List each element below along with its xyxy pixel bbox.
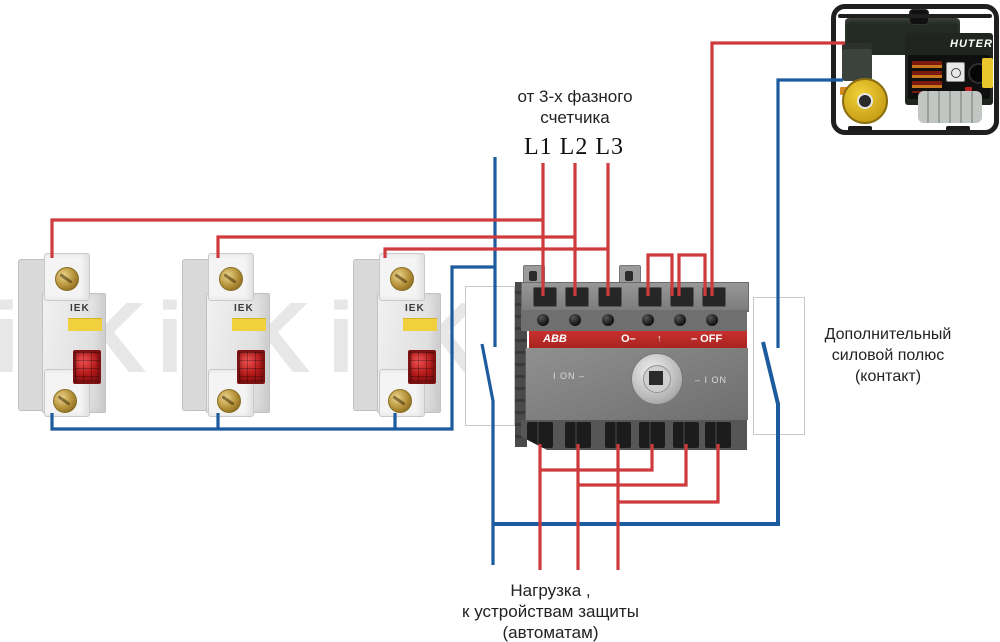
aux-pole-line2: силовой полюс (831, 347, 945, 364)
terminal-screw-icon (217, 389, 241, 413)
terminal-slot (565, 287, 589, 307)
terminal-screw-icon (674, 314, 686, 326)
red-indicator-lens (237, 350, 265, 384)
switch-red-band: ABB O– ↑ – OFF (529, 331, 747, 348)
lamp-label-stripe (232, 318, 266, 331)
din-rail-profile (353, 259, 380, 411)
terminal-slot (638, 287, 662, 307)
frame-bar (838, 14, 992, 18)
abb-logo: ABB (543, 333, 567, 345)
lamp-label-stripe (68, 318, 102, 331)
terminal-slot (670, 287, 694, 307)
terminal-block (705, 422, 731, 448)
terminal-block (565, 422, 591, 448)
alternator-housing (842, 78, 888, 124)
terminal-screw-icon (53, 389, 77, 413)
load-label: Нагрузка , к устройствам защиты (автомат… (448, 580, 653, 642)
terminal-block (673, 422, 699, 448)
lamp-label-stripe (403, 318, 437, 331)
terminal-slot (598, 287, 622, 307)
on-marking-left: I ON – (553, 371, 586, 381)
din-rail-profile (182, 259, 209, 411)
engine-block (918, 91, 982, 123)
phase-labels: L1 L2 L3 (524, 134, 624, 160)
panel-sticker (912, 61, 942, 93)
wire-generator-phase (710, 41, 845, 296)
terminal-screw-icon (537, 314, 549, 326)
on-marking-right: – I ON (695, 375, 728, 385)
meter-source-label: от 3-х фазного счетчика (495, 86, 655, 128)
meter-source-line1: от 3-х фазного (517, 87, 633, 106)
aux-pole-label: Дополнительный силовой полюс (контакт) (798, 324, 978, 387)
aux-pole-line3: (контакт) (854, 368, 922, 385)
phase-lamp-2: IEK (182, 253, 270, 417)
terminal-screw-icon (642, 314, 654, 326)
band-position-o: O– (621, 333, 636, 345)
aux-pole-line1: Дополнительный (824, 326, 952, 343)
terminal-slot (702, 287, 726, 307)
tubular-frame (831, 4, 999, 135)
terminal-screw-icon (55, 267, 79, 291)
voltmeter-gauge (946, 62, 965, 82)
aux-contact-box-left (465, 286, 515, 426)
terminal-screw-icon (602, 314, 614, 326)
terminal-screw-icon (706, 314, 718, 326)
red-indicator-lens (73, 350, 101, 384)
terminal-screw-icon (390, 267, 414, 291)
lamp-brand: IEK (70, 303, 90, 314)
terminal-screw-icon (569, 314, 581, 326)
switch-shaft-knob (631, 353, 683, 405)
terminal-screw-row (521, 310, 747, 331)
switch-top-terminals (521, 282, 749, 312)
generator: HUTER (830, 3, 1000, 136)
lamp-brand: IEK (234, 303, 254, 314)
terminal-block (527, 422, 553, 448)
switch-bottom-terminals (521, 420, 747, 450)
terminal-screw-icon (219, 267, 243, 291)
band-arrow-icon: ↑ (657, 333, 662, 343)
din-rail-profile (18, 259, 45, 411)
phase-lamp-3: IEK (353, 253, 441, 417)
lamp-brand: IEK (405, 303, 425, 314)
terminal-block (605, 422, 631, 448)
red-indicator-lens (408, 350, 436, 384)
changeover-switch: ABB O– ↑ – OFF I ON – – I ON (515, 265, 749, 455)
load-line3: (автоматам) (502, 623, 599, 642)
load-line1: Нагрузка , (510, 581, 591, 600)
terminal-slot (533, 287, 557, 307)
wire-l1-to-lamp1 (50, 218, 543, 258)
starter-grip (982, 58, 993, 88)
load-line2: к устройствам защиты (462, 602, 639, 621)
shaft-square-hole (649, 371, 663, 385)
phase-lamp-1: IEK (18, 253, 106, 417)
terminal-block (639, 422, 665, 448)
huter-logo: HUTER (950, 38, 993, 50)
meter-source-line2: счетчика (540, 108, 610, 127)
air-filter-box (842, 43, 872, 81)
band-position-off: – OFF (691, 333, 723, 345)
terminal-screw-icon (388, 389, 412, 413)
